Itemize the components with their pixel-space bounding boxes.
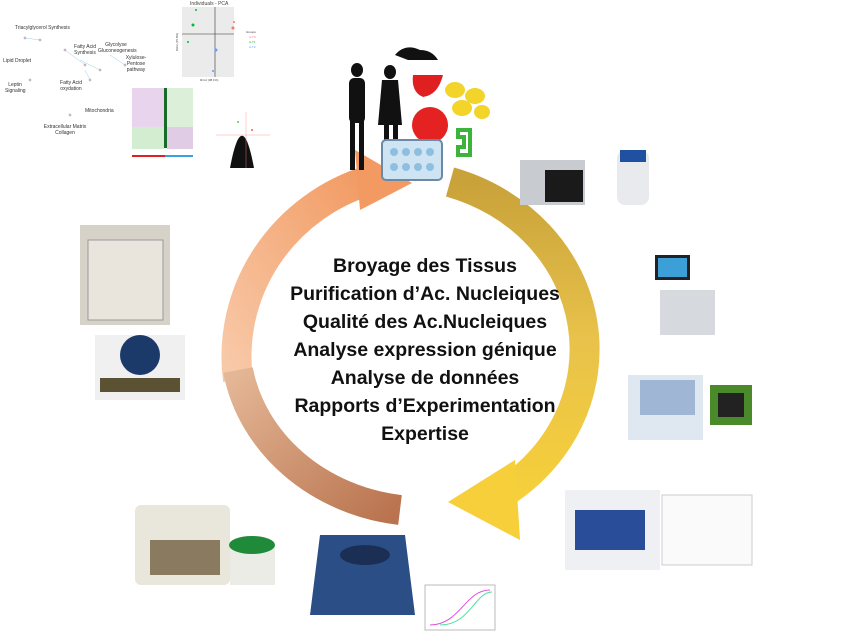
network-label: Lipid Droplet: [3, 58, 32, 64]
pca-legend-item: A-T2: [249, 45, 256, 49]
incubator-instrument: [80, 225, 170, 325]
orange-arrow: [221, 165, 375, 382]
robotic-workstation-instrument: [135, 505, 275, 585]
step-tissue-grinding: Broyage des Tissus: [333, 255, 517, 277]
network-label: Fatty Acid oxydation: [60, 80, 82, 92]
organs-illustration: [349, 47, 490, 181]
step-expertise: Expertise: [381, 423, 469, 445]
gold-arrowhead: [448, 460, 520, 540]
network-label: Triacylglycerol Synthesis: [15, 25, 70, 31]
step-nucleic-acid-quality: Qualité des Ac.Nucleiques: [302, 311, 548, 333]
step-data-analysis: Analyse de données: [330, 367, 520, 389]
heatmap: [132, 88, 193, 157]
bioanalyzer-instrument: [628, 375, 752, 440]
qpcr-instrument-right: [565, 490, 753, 570]
network-label: Extracellular Matrix Collagen: [43, 124, 87, 136]
thermocycler-instrument: [310, 535, 496, 631]
pca-ylabel: Dim2 (15.8%): [175, 32, 180, 52]
pca-plot: [182, 7, 235, 77]
step-nucleic-acid-purification: Purification d’Ac. Nucleiques: [290, 283, 560, 305]
pca-title: Individuals - PCA: [190, 1, 229, 7]
pca-legend-item: A-T1: [249, 40, 256, 44]
centrifuge-instrument: [617, 150, 649, 205]
step-gene-expression-analysis: Analyse expression génique: [293, 339, 557, 361]
network-label: Glycolyse Gluconeogenesis: [98, 42, 137, 54]
pca-xlabel: Dim1 (38.1%): [200, 78, 219, 82]
step-experiment-reports: Rapports d’Experimentation: [294, 395, 556, 417]
brown-arrow: [223, 366, 402, 525]
network-graph: [23, 36, 127, 117]
workflow-steps: Broyage des Tissus Purification d’Ac. Nu…: [255, 252, 595, 448]
volcano-plot: [213, 112, 273, 170]
homogenizer-instrument: [520, 160, 585, 205]
microarray-slide: [95, 335, 185, 400]
network-label: Fatty Acid Synthesis: [74, 44, 96, 56]
pca-legend-title: Groups: [246, 30, 256, 34]
pca-legend-item: A-T0: [249, 35, 256, 39]
spectrophotometer-instrument: [655, 255, 715, 335]
gold-arrow: [445, 167, 600, 508]
network-label: Leptin Signaling: [5, 82, 26, 94]
network-label: Xylulose-Pentose pathway: [125, 55, 147, 73]
network-label: Mitochondria: [85, 108, 114, 114]
